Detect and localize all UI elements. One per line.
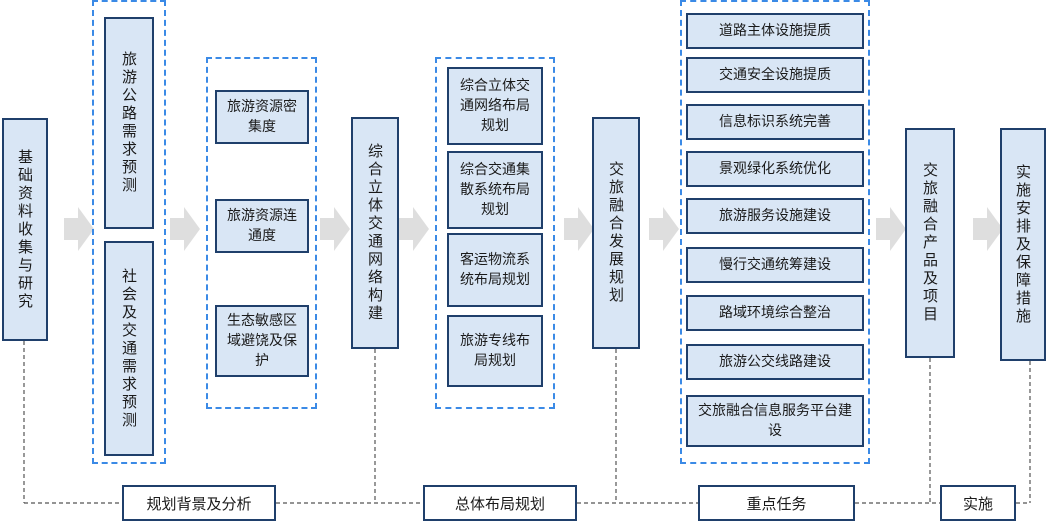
group-layout-planning	[435, 57, 555, 409]
task-item: 交通安全设施提质	[686, 57, 864, 93]
node-label: 旅游资源密集度	[227, 99, 297, 135]
stage-label: 规划背景及分析	[146, 494, 252, 513]
task-item: 交旅融合信息服务平台建设	[686, 395, 864, 447]
task-label: 交通安全设施提质	[719, 67, 831, 83]
group-key-tasks	[680, 0, 870, 464]
flow-arrow	[170, 207, 200, 251]
task-label: 信息标识系统完善	[719, 114, 831, 130]
flow-arrow	[564, 207, 594, 251]
node-tourism-demand: 旅游公路需求预测	[104, 17, 154, 229]
task-item: 慢行交通统筹建设	[686, 247, 864, 283]
node-products: 交旅融合产品及项目	[905, 128, 955, 358]
node-research: 基础资料收集与研究	[2, 118, 48, 341]
task-item: 旅游服务设施建设	[686, 198, 864, 234]
flow-arrow	[973, 207, 1003, 251]
node-label: 旅游资源连通度	[227, 208, 297, 244]
node-label: 旅游专线布局规划	[460, 333, 530, 369]
stage-label: 实施	[962, 494, 993, 513]
stage-overall: 总体布局规划	[423, 485, 577, 521]
node-label: 基础资料收集与研究	[16, 148, 34, 311]
task-item: 道路主体设施提质	[686, 13, 864, 49]
task-label: 景观绿化系统优化	[719, 161, 831, 177]
flow-arrow	[649, 207, 679, 251]
node-label: 综合立体交通网络布局规划	[460, 78, 530, 134]
task-label: 交旅融合信息服务平台建设	[698, 403, 852, 439]
node-label: 旅游公路需求预测	[120, 51, 138, 195]
node-ecological: 生态敏感区域避饶及保护	[215, 305, 309, 377]
task-item: 路域环境综合整治	[686, 295, 864, 331]
group-demand-forecast	[92, 0, 166, 464]
task-item: 景观绿化系统优化	[686, 151, 864, 187]
stage-label: 总体布局规划	[454, 494, 545, 513]
stage-label: 重点任务	[746, 494, 807, 513]
flow-arrow	[320, 207, 350, 251]
node-label: 客运物流系统布局规划	[460, 252, 530, 288]
node-layout-plan: 综合立体交通网络布局规划	[447, 67, 543, 145]
node-connectivity: 旅游资源连通度	[215, 199, 309, 253]
flow-arrow	[64, 207, 94, 251]
node-passenger: 客运物流系统布局规划	[447, 233, 543, 307]
node-label: 综合交通集散系统布局规划	[460, 162, 530, 218]
node-network: 综合立体交通网络构建	[351, 117, 399, 349]
node-label: 交旅融合发展规划	[607, 161, 625, 305]
task-item: 旅游公交线路建设	[686, 344, 864, 380]
node-label: 综合立体交通网络构建	[366, 143, 384, 323]
node-social-demand: 社会及交通需求预测	[104, 241, 154, 456]
flow-arrow	[876, 207, 906, 251]
task-label: 路域环境综合整治	[719, 305, 831, 321]
task-item: 信息标识系统完善	[686, 104, 864, 140]
group-resource-analysis	[206, 57, 317, 409]
stage-background: 规划背景及分析	[122, 485, 276, 521]
node-density: 旅游资源密集度	[215, 90, 309, 144]
node-integration: 交旅融合发展规划	[592, 117, 640, 349]
stage-implement: 实施	[940, 485, 1016, 521]
node-implementation: 实施安排及保障措施	[1000, 128, 1046, 361]
node-label: 实施安排及保障措施	[1014, 163, 1032, 326]
task-label: 旅游公交线路建设	[719, 354, 831, 370]
node-label: 生态敏感区域避饶及保护	[227, 313, 297, 369]
task-label: 慢行交通统筹建设	[719, 257, 831, 273]
node-collection: 综合交通集散系统布局规划	[447, 151, 543, 229]
stage-key-tasks: 重点任务	[698, 485, 855, 521]
flow-arrow	[399, 207, 429, 251]
task-label: 旅游服务设施建设	[719, 208, 831, 224]
task-label: 道路主体设施提质	[719, 23, 831, 39]
node-label: 社会及交通需求预测	[120, 267, 138, 430]
node-label: 交旅融合产品及项目	[921, 162, 939, 324]
node-tourism-line: 旅游专线布局规划	[447, 315, 543, 387]
